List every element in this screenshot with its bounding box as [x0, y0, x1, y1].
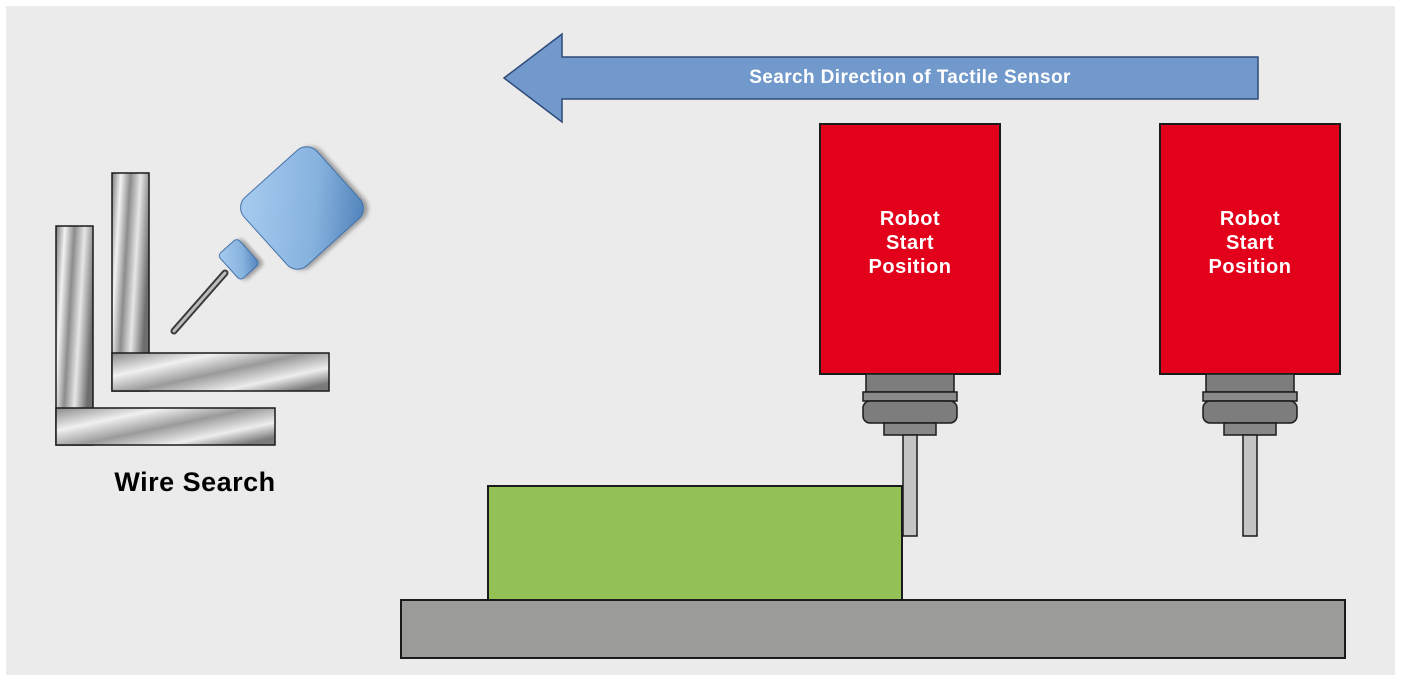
- robot-2-body: [1159, 123, 1341, 375]
- robot-1-probe-wire: [902, 434, 918, 537]
- robot-2-probe-wire: [1242, 434, 1258, 537]
- robot-2-label-line-3: Position: [1208, 256, 1292, 278]
- search-direction-label: Search Direction of Tactile Sensor: [749, 67, 1071, 88]
- robot-2-collar: [1205, 373, 1295, 393]
- robot-1-body: [819, 123, 1001, 375]
- robot-2-label-line-1: Robot: [1219, 208, 1281, 230]
- search-direction-arrow: [502, 32, 1259, 124]
- angle-bar-icon: [55, 172, 330, 446]
- robot-2-label-line-2: Start: [1225, 232, 1275, 254]
- workpiece: [487, 485, 903, 601]
- base-plate: [400, 599, 1346, 659]
- robot-1-label-line-2: Start: [885, 232, 935, 254]
- robot-1-label-line-1: Robot: [879, 208, 941, 230]
- robot-2-label: Robot Start Position: [1160, 207, 1340, 279]
- robot-1-label: Robot Start Position: [820, 207, 1000, 279]
- welding-torch-icon: [170, 146, 364, 335]
- robot-1-collar: [865, 373, 955, 393]
- robot-2: [1159, 123, 1341, 537]
- wire-search-label: Wire Search: [114, 467, 276, 497]
- robot-1-label-line-3: Position: [868, 256, 952, 278]
- robot-1: [819, 123, 1001, 537]
